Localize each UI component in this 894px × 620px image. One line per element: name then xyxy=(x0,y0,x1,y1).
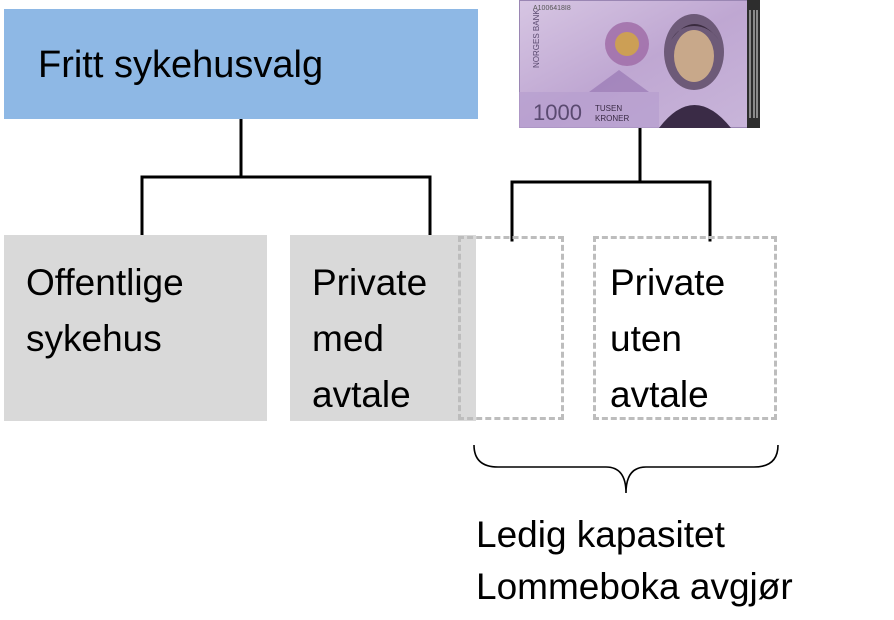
banknote-word-1: TUSEN xyxy=(595,104,622,113)
banknote-bank-name: NORGES BANK xyxy=(532,9,541,68)
box-2-line-1: Private xyxy=(312,262,428,303)
box-2-line-3: avtale xyxy=(312,374,411,415)
offentlige-sykehus-box: Offentlige sykehus xyxy=(4,235,267,421)
brace-label-line-1: Ledig kapasitet xyxy=(476,514,725,555)
banknote-value: 1000 xyxy=(533,100,582,125)
box-4-line-3: avtale xyxy=(610,374,709,415)
brace-label-line-2: Lommeboka avgjør xyxy=(476,566,793,607)
curly-brace xyxy=(473,444,779,494)
banknote-image: A1006418I8 NORGES BANK 1000 TUSEN KRONER xyxy=(519,0,760,128)
fritt-sykehusvalg-box: Fritt sykehusvalg xyxy=(4,9,478,119)
box-4-line-1: Private xyxy=(610,262,726,303)
box-4-line-2: uten xyxy=(610,318,683,359)
box-1-line-2: sykehus xyxy=(26,318,162,359)
private-med-avtale-box: Private med avtale xyxy=(290,235,476,421)
box-2-line-2: med xyxy=(312,318,384,359)
banknote-word-2: KRONER xyxy=(595,114,629,123)
box-1-line-1: Offentlige xyxy=(26,262,184,303)
empty-dashed-box xyxy=(458,236,564,420)
banknote-serial: A1006418I8 xyxy=(533,5,571,12)
private-uten-avtale-box: Private uten avtale xyxy=(593,236,777,420)
fritt-sykehusvalg-label: Fritt sykehusvalg xyxy=(38,44,324,86)
brace-label: Ledig kapasitet Lommeboka avgjør xyxy=(476,509,793,613)
